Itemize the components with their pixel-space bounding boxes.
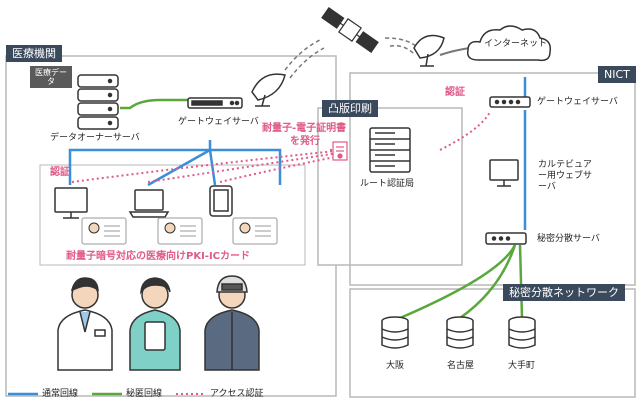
- network-section-header: 秘密分散ネットワーク: [503, 284, 625, 301]
- issue-cert-line1: 耐量子-電子証明書: [262, 123, 347, 134]
- auth-right-annotation: 認証: [445, 87, 465, 98]
- data-owner-server-icon: [77, 74, 119, 130]
- gateway-nict-label: ゲートウェイサーバ: [537, 97, 618, 107]
- medic-figure-icon: [204, 275, 260, 371]
- gateway-nict-icon: [489, 96, 531, 108]
- nict-section-frame: [349, 72, 636, 286]
- desktop-monitor-icon: [54, 187, 88, 219]
- satellite-icon: [321, 7, 379, 53]
- doctor-figure-icon: [57, 277, 113, 371]
- certificate-icon: [332, 141, 348, 161]
- data-owner-server-label: データオーナーサーバ: [50, 133, 140, 143]
- root-ca-label: ルート認証局: [360, 179, 415, 189]
- gateway-medical-icon: [187, 97, 243, 109]
- internet-cloud-icon: [466, 25, 552, 62]
- card-area-frame: [39, 164, 306, 266]
- pki-card-doctor-icon: [81, 217, 127, 245]
- issue-cert-line2: を発行: [290, 136, 320, 147]
- osaka-db-icon: [381, 316, 409, 349]
- card-caption: 耐量子暗号対応の医療向けPKI-ICカード: [66, 251, 251, 262]
- satellite-dish-nict-icon: [413, 34, 445, 67]
- karte-viewer-monitor-icon: [489, 159, 519, 187]
- karte-viewer-label: カルテビュアー用ウェブサーバ: [538, 160, 593, 192]
- nurse-figure-icon: [129, 277, 181, 371]
- laptop-icon: [128, 189, 170, 218]
- auth-left-annotation: 認証: [50, 167, 70, 178]
- gateway-medical-label: ゲートウェイサーバ: [178, 117, 259, 127]
- pki-card-nurse-icon: [157, 217, 203, 245]
- secret-server-icon: [485, 232, 527, 245]
- root-ca-server-icon: [369, 127, 411, 173]
- legend-access-label: アクセス認証: [210, 389, 264, 399]
- toppan-section-header: 凸版印刷: [322, 100, 378, 117]
- legend-secret-label: 秘匿回線: [126, 389, 163, 399]
- satellite-dish-medical-icon: [251, 73, 286, 107]
- secret-lines: [120, 98, 524, 320]
- nagoya-label: 名古屋: [447, 361, 475, 371]
- osaka-label: 大阪: [386, 361, 405, 371]
- internet-label: インターネット: [484, 39, 548, 49]
- normal-lines: [68, 77, 527, 230]
- secret-server-label: 秘密分散サーバ: [537, 234, 600, 244]
- legend-normal-label: 通常回線: [42, 389, 79, 399]
- tablet-icon: [209, 185, 233, 217]
- pki-card-medic-icon: [232, 217, 278, 245]
- medical-data-tag: 医療データ: [30, 66, 72, 89]
- nict-section-header: NICT: [598, 66, 636, 83]
- nagoya-db-icon: [446, 316, 474, 349]
- medical-section-header: 医療機関: [6, 45, 62, 62]
- network-section-frame: [349, 288, 636, 398]
- access-lines: [71, 111, 491, 183]
- otemachi-db-icon: [508, 316, 536, 349]
- otemachi-label: 大手町: [508, 361, 536, 371]
